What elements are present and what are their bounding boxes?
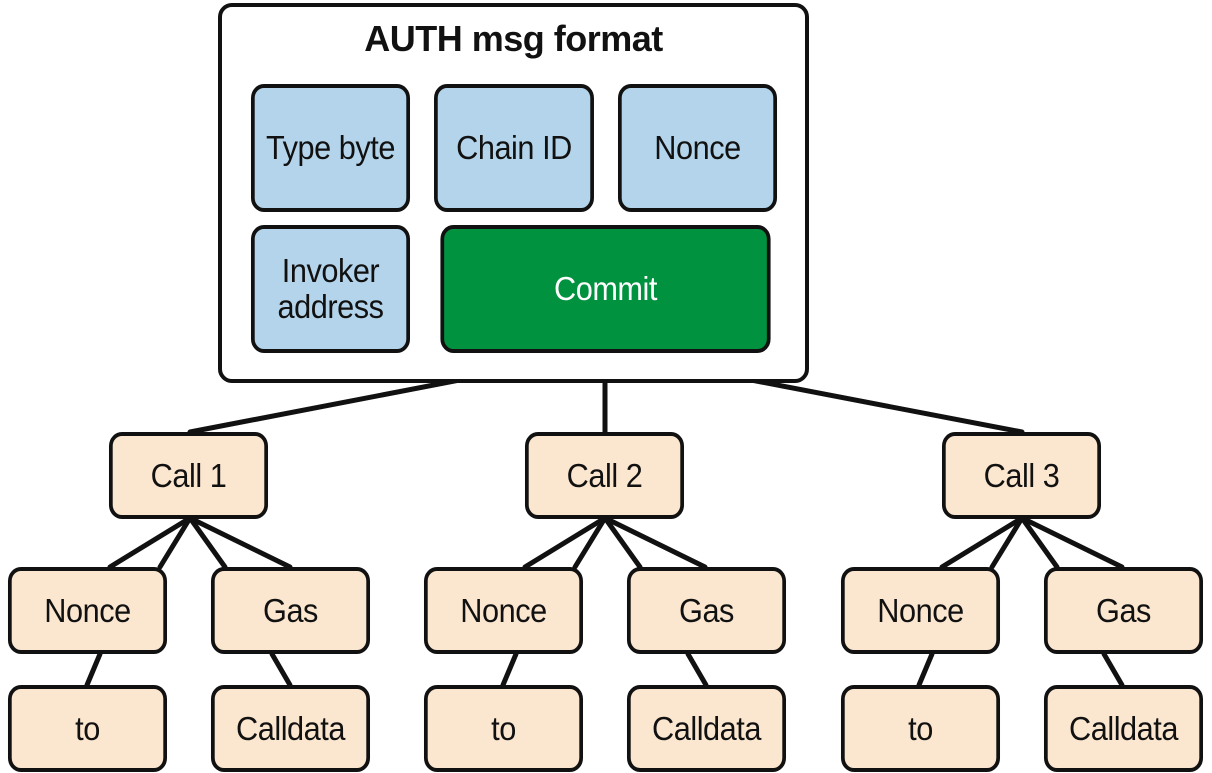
call-nonce-node: Nonce: [840, 567, 1001, 654]
connector-call1-gas-b: [187, 515, 293, 570]
connector-call2-nonce-b: [572, 515, 608, 570]
connector-call2-nonce: [522, 515, 608, 570]
connector-call3-nonce: [939, 515, 1025, 570]
nonce-field: Nonce: [617, 84, 778, 212]
diagram-title: AUTH msg format: [364, 18, 663, 59]
connector-call3-gas-b: [1019, 515, 1125, 570]
connector-call1-nonce: [107, 515, 193, 570]
call-gas-node: Gas: [626, 567, 787, 654]
call-nonce-node: Nonce: [7, 567, 168, 654]
call-gas-node: Gas: [1043, 567, 1204, 654]
chain-id-field: Chain ID: [434, 84, 594, 212]
connector-nonce2-to: [500, 651, 519, 688]
connector-nonce3-to: [916, 651, 935, 688]
invoker-address-field: Invoker address: [250, 225, 411, 353]
call-node: Call 3: [941, 432, 1102, 519]
connector-gas1-calldata: [269, 651, 293, 688]
call-node: Call 1: [108, 432, 269, 519]
call-to-node: to: [7, 685, 168, 772]
connector-call2-gas-b: [602, 515, 708, 570]
call-nonce-node: Nonce: [423, 567, 584, 654]
connector-call3-nonce-b: [989, 515, 1025, 570]
commit-field: Commit: [440, 225, 771, 353]
connector-call1-gas: [187, 515, 228, 570]
connector-gas2-calldata: [685, 651, 709, 688]
call-to-node: to: [423, 685, 584, 772]
type-byte-field: Type byte: [250, 84, 411, 212]
connector-call1-nonce-b: [157, 515, 193, 570]
connector-call3-gas: [1019, 515, 1060, 570]
call-calldata-node: Calldata: [210, 685, 371, 772]
call-gas-node: Gas: [210, 567, 371, 654]
call-calldata-node: Calldata: [626, 685, 787, 772]
call-node: Call 2: [524, 432, 685, 519]
connector-call2-gas: [602, 515, 643, 570]
call-to-node: to: [840, 685, 1001, 772]
connector-nonce1-to: [84, 651, 103, 688]
connector-gas3-calldata: [1101, 651, 1125, 688]
call-calldata-node: Calldata: [1043, 685, 1204, 772]
